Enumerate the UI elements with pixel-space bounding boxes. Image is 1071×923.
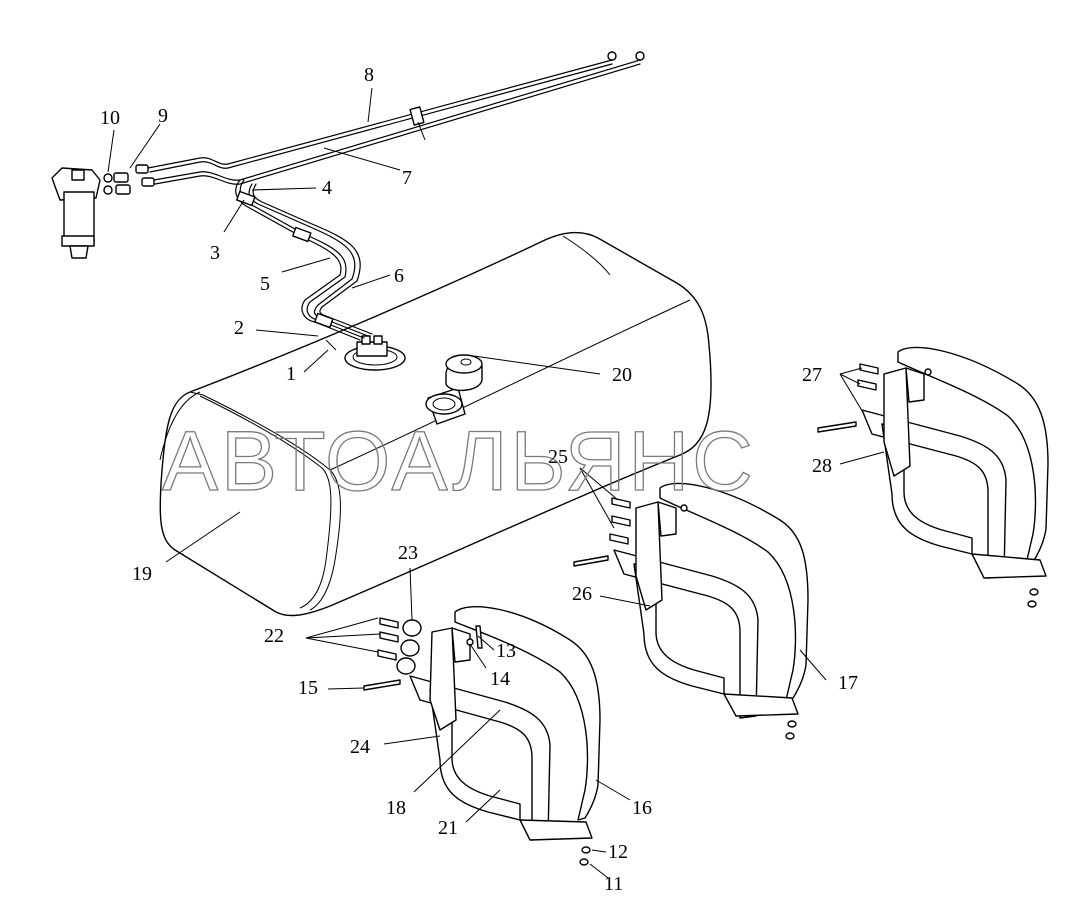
rear-strap-bracket [817,346,1049,608]
fuel-tank [159,231,712,617]
callout-10: 10 [100,107,120,129]
fuel-lines [147,51,645,351]
leader-lines [107,87,885,879]
middle-strap-bracket [573,482,809,740]
callout-24: 24 [350,736,370,758]
callout-15: 15 [298,677,318,699]
callout-13: 13 [496,640,516,662]
fuel-filter [51,167,101,259]
callout-23: 23 [398,542,418,564]
callout-4: 4 [322,177,332,199]
callout-8: 8 [364,64,374,86]
callout-9: 9 [158,105,168,127]
callout-28: 28 [812,455,832,477]
callout-7: 7 [402,167,412,189]
callout-19: 19 [132,563,152,585]
front-strap-bracket [363,606,601,866]
callout-5: 5 [260,273,270,295]
callout-22: 22 [264,625,284,647]
callout-16: 16 [632,797,652,819]
filler-neck [425,387,466,425]
callout-6: 6 [394,265,404,287]
callout-11: 11 [604,873,623,895]
callout-26: 26 [572,583,592,605]
callout-17: 17 [838,672,858,694]
callout-12: 12 [608,841,628,863]
callout-1: 1 [286,363,296,385]
callout-2: 2 [234,317,244,339]
callout-3: 3 [210,242,220,264]
callout-20: 20 [612,364,632,386]
callout-18: 18 [386,797,406,819]
fuel-level-sender [344,335,406,371]
callout-27: 27 [802,364,822,386]
callout-25: 25 [548,446,568,468]
callout-numbers: 1 2 3 4 5 6 7 8 9 10 11 12 13 14 15 16 1… [100,64,858,895]
callout-14: 14 [490,668,510,690]
watermark: АВТОАЛЬЯНС [162,414,756,508]
callout-21: 21 [438,817,458,839]
banjo-fittings [103,164,155,195]
filler-cap [445,354,483,391]
